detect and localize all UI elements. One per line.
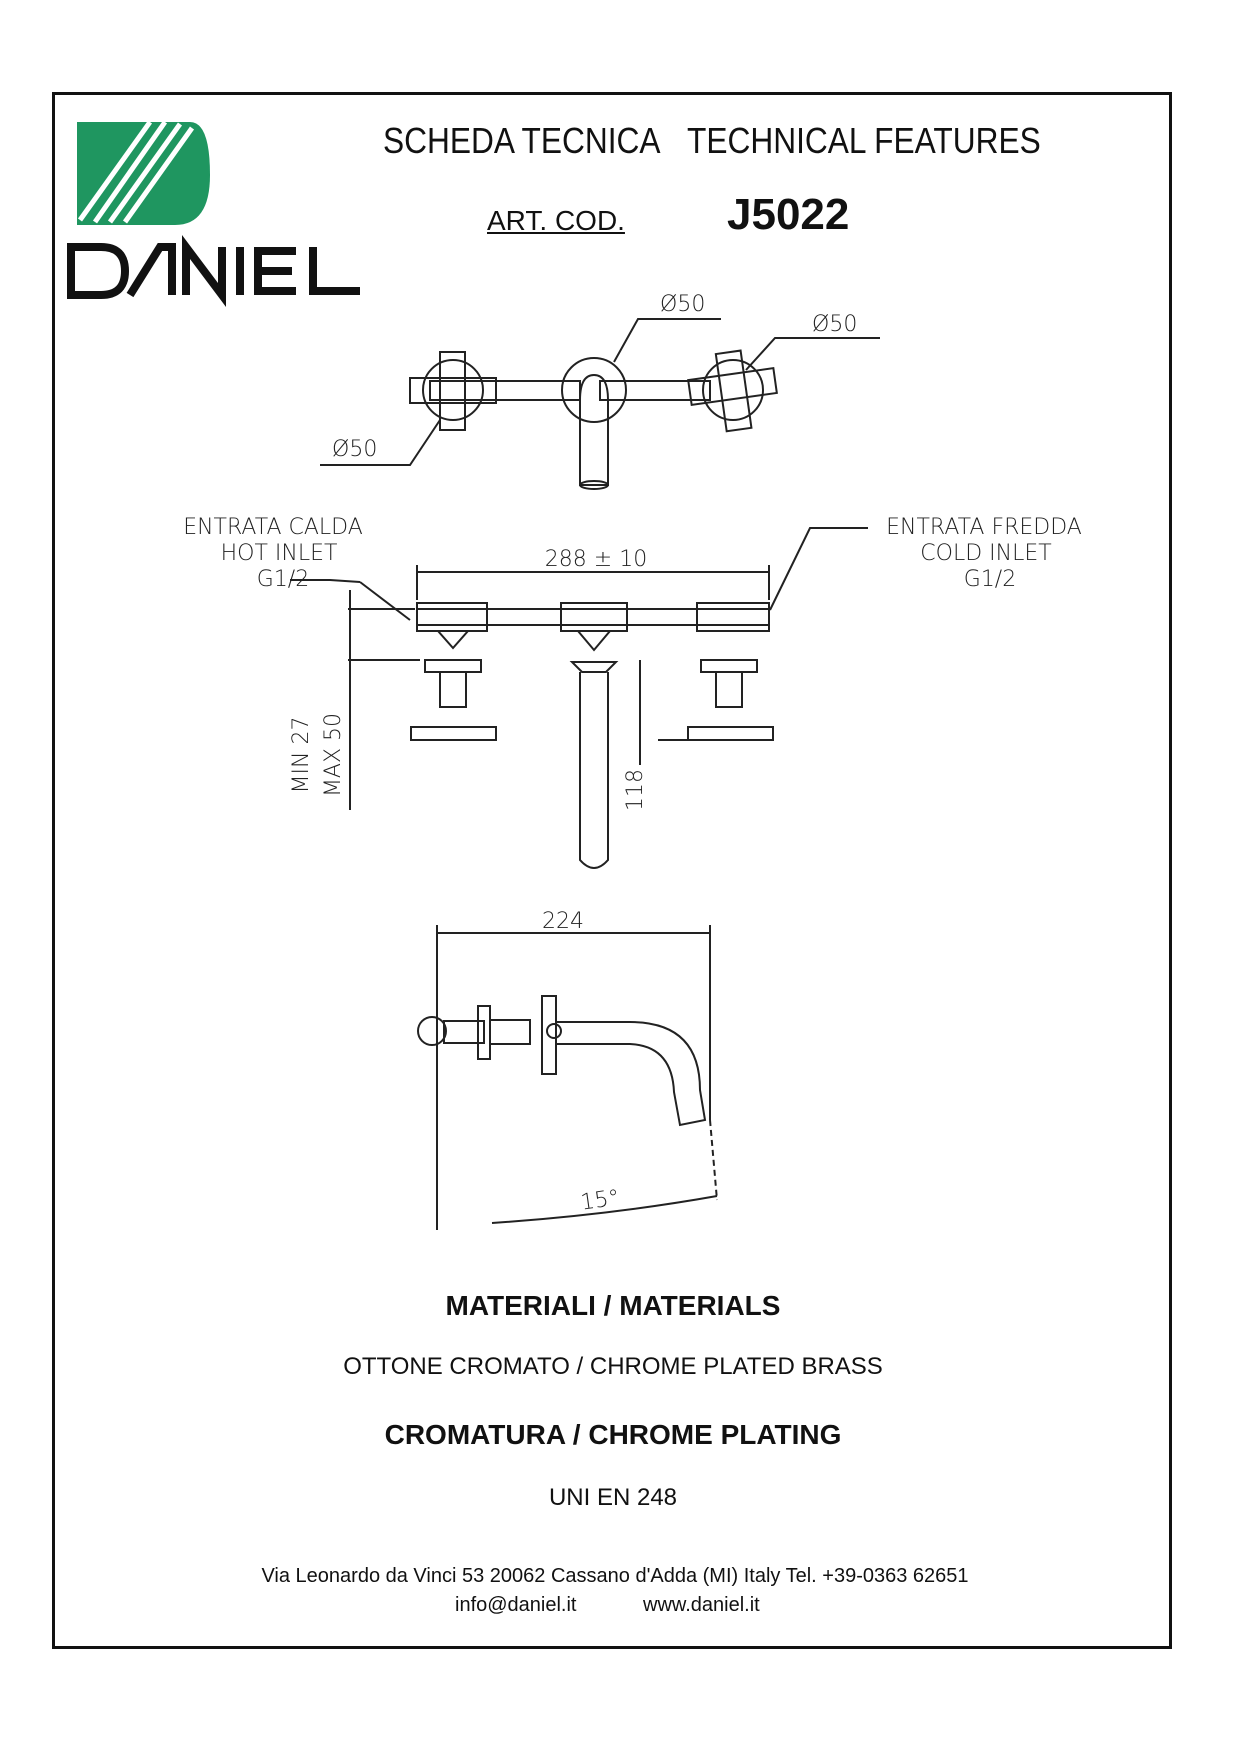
title-it: SCHEDA TECNICA bbox=[383, 120, 661, 161]
width-dimension: 288 ± 10 bbox=[545, 547, 647, 572]
cold-inlet-label-en: COLD INLET bbox=[920, 541, 1051, 566]
wall-min-dimension: MIN 27 bbox=[289, 717, 314, 794]
hot-inlet-thread: G1/2 bbox=[257, 567, 309, 592]
wall-max-dimension: MAX 50 bbox=[321, 713, 346, 797]
plating-heading: CROMATURA / CHROME PLATING bbox=[384, 1419, 842, 1450]
daniel-logo bbox=[67, 120, 360, 307]
plating-value: UNI EN 248 bbox=[548, 1484, 678, 1511]
angle-dimension: 15° bbox=[579, 1185, 621, 1215]
footer-website[interactable]: www.daniel.it bbox=[643, 1594, 760, 1616]
art-code: J5022 bbox=[727, 190, 850, 239]
page-border bbox=[52, 92, 1172, 1649]
materials-value: OTTONE CROMATO / CHROME PLATED BRASS bbox=[343, 1353, 883, 1380]
side-view bbox=[417, 925, 718, 1230]
hot-inlet-label-en: HOT INLET bbox=[221, 541, 338, 566]
diameter-label-left: Ø50 bbox=[332, 437, 377, 462]
front-view bbox=[290, 527, 868, 869]
height-dimension: 118 bbox=[623, 769, 648, 811]
footer-email[interactable]: info@daniel.it bbox=[455, 1594, 577, 1616]
footer-address: Via Leonardo da Vinci 53 20062 Cassano d… bbox=[261, 1565, 969, 1587]
art-code-label: ART. COD. bbox=[487, 205, 625, 236]
top-view bbox=[320, 318, 880, 490]
materials-heading: MATERIALI / MATERIALS bbox=[445, 1290, 781, 1321]
projection-dimension: 224 bbox=[542, 909, 584, 934]
cold-inlet-label-it: ENTRATA FREDDA bbox=[886, 515, 1082, 540]
hot-inlet-label-it: ENTRATA CALDA bbox=[183, 515, 363, 540]
cold-inlet-thread: G1/2 bbox=[964, 567, 1016, 592]
diameter-label-center: Ø50 bbox=[660, 292, 705, 317]
diameter-label-right: Ø50 bbox=[812, 312, 857, 337]
title: SCHEDA TECNICA TECHNICAL FEATURES bbox=[383, 120, 1041, 162]
title-en: TECHNICAL FEATURES bbox=[686, 120, 1041, 161]
